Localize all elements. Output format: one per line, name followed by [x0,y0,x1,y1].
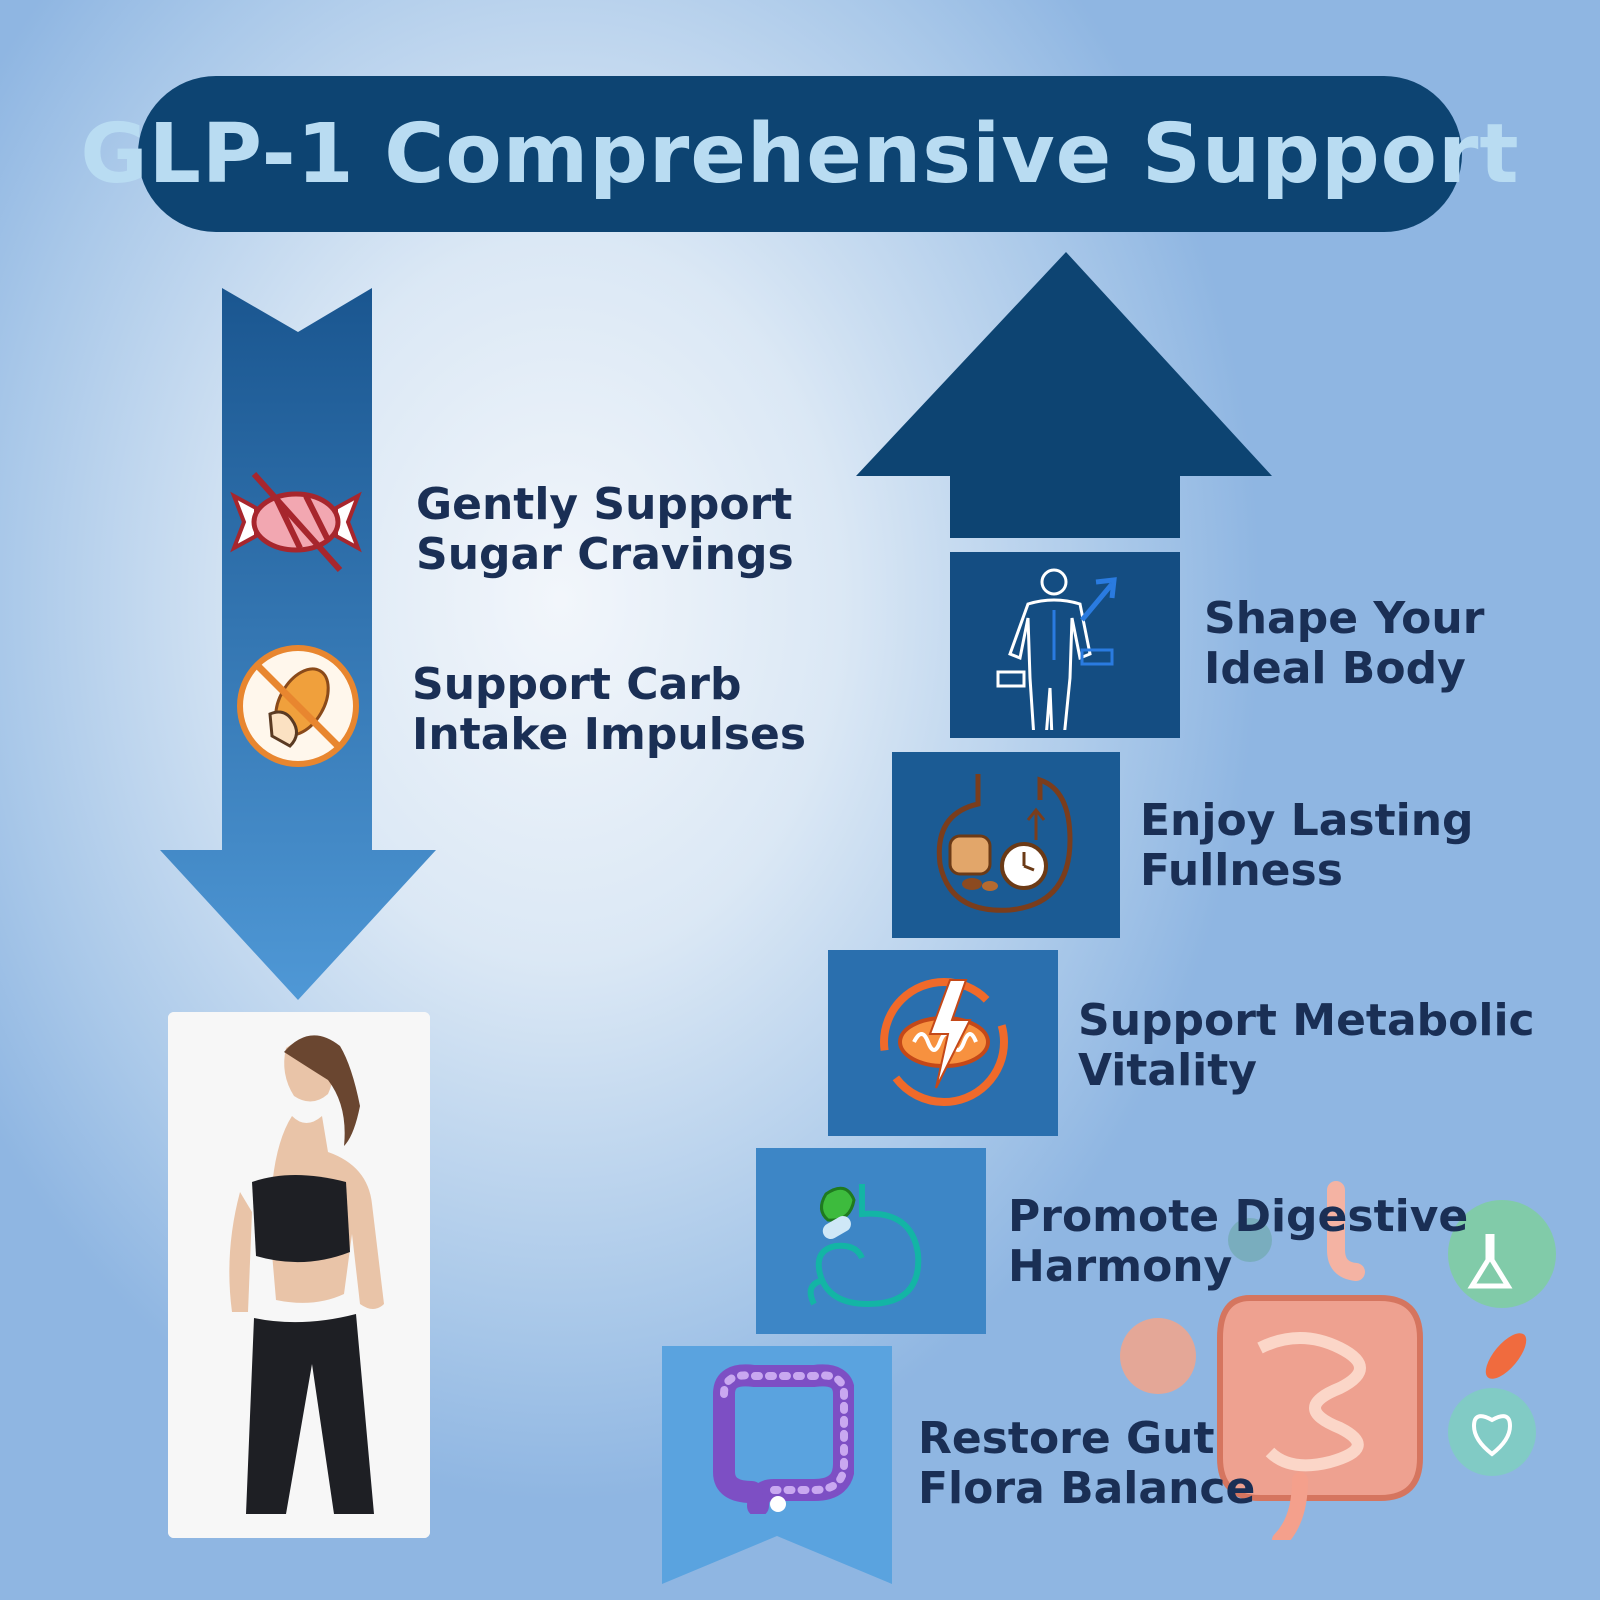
step-digestive [756,1148,986,1334]
step-fullness [892,752,1120,938]
page-title: GLP-1 Comprehensive Support [80,106,1520,202]
up-arrow [856,252,1272,538]
intestine-icon [704,1364,854,1514]
metabolism-icon [878,976,1012,1106]
step-shape-body [950,552,1180,738]
step-gut-flora [662,1346,892,1584]
down-arrow [160,288,436,1000]
digestive-swirl-icon [796,1174,946,1314]
title-banner: GLP-1 Comprehensive Support [80,76,1519,232]
step-metabolic [828,950,1058,1136]
no-bread-icon [236,644,360,768]
no-candy-icon [228,470,364,574]
woman-fitness-photo [168,1012,430,1538]
stomach-clock-icon [928,770,1088,920]
intestine-illustration [1120,1181,1556,1540]
muscle-body-icon [992,560,1142,730]
